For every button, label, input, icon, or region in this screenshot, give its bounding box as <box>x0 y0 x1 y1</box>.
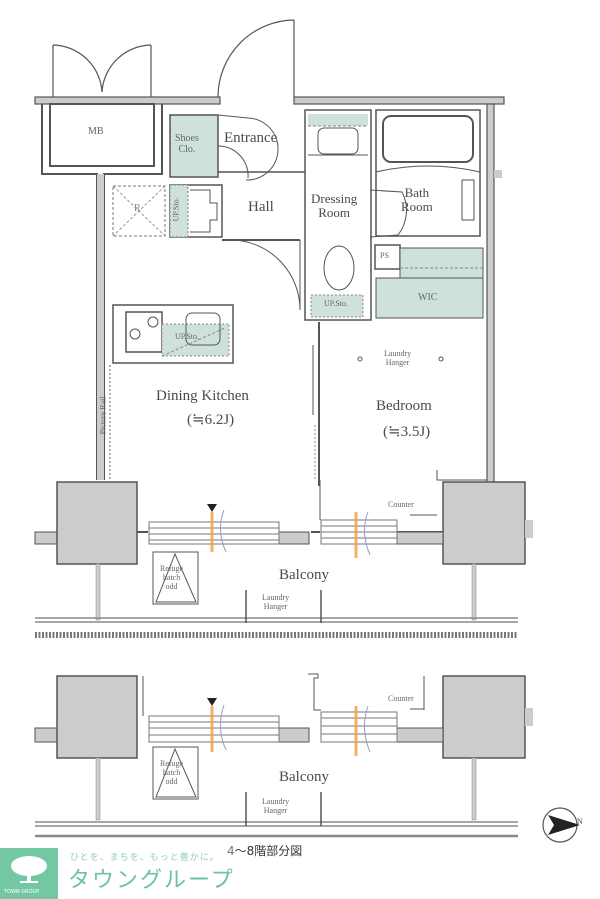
balcony-hanger-upper-line2: Hanger <box>263 601 288 611</box>
dining-kitchen-size: (≒6.2J) <box>187 412 235 428</box>
balcony-hanger-lower-line2: Hanger <box>263 805 288 815</box>
room-label-entrance: Entrance <box>224 130 278 146</box>
shoes-closet-line1: Shoes <box>175 133 199 144</box>
shoes-closet-line2: Clo. <box>178 144 196 155</box>
refuge-upper-line1: Refuge <box>160 564 184 573</box>
room-label-hall: Hall <box>248 199 274 215</box>
room-label-mb: MB <box>88 126 104 137</box>
room-label-bath-room: Bath Room <box>401 185 433 215</box>
refuge-lower-line1: Refuge <box>160 759 184 768</box>
tree-icon <box>11 856 47 883</box>
north-arrow-icon <box>542 807 580 843</box>
lower-balcony-drawing <box>34 673 533 838</box>
up-storage-toilet-label: UP.Sto. <box>324 299 349 308</box>
brand-tagline: ひとを、まちを、もっと豊かに。 <box>70 853 220 863</box>
dressing-line1: Dressing <box>311 191 358 206</box>
picture-rail-label: Picture Rail <box>98 396 108 435</box>
refuge-lower-line3: odd <box>165 776 178 786</box>
room-label-dressing-room: Dressing Room <box>311 191 358 221</box>
room-label-ps: PS <box>380 251 389 260</box>
room-label-dining-kitchen: Dining Kitchen <box>156 388 249 404</box>
bedroom-hanger-line2: Hanger <box>385 357 410 367</box>
room-label-shoes-closet: Shoes Clo. <box>175 133 199 155</box>
exterior-walls <box>34 96 505 485</box>
upper-balcony-drawing <box>34 480 533 638</box>
bedroom-hanger-line1: Laundry <box>384 349 412 358</box>
compass-north-label: N <box>577 817 583 826</box>
bedroom-size: (≒3.5J) <box>383 424 431 440</box>
balcony-hanger-lower-line1: Laundry <box>262 797 290 806</box>
bedroom-laundry-hanger-label: Laundry Hanger <box>384 349 412 368</box>
refuge-hatch-lower: Refuge hatch odd <box>160 759 184 786</box>
balcony-hanger-upper: Laundry Hanger <box>262 593 290 612</box>
up-storage-hall-label: UP.Sto. <box>171 197 181 222</box>
logo-text: TOWN GROUP <box>4 889 40 895</box>
bath-line1: Bath <box>404 185 430 200</box>
refuge-upper-line2: hatch <box>162 572 181 582</box>
floor-caption-number: 4 <box>227 844 235 858</box>
floor-caption: 4〜8階部分図 <box>227 842 302 859</box>
refuge-lower-line2: hatch <box>162 767 181 777</box>
room-label-wic: WIC <box>418 292 438 303</box>
balcony-label-upper: Balcony <box>279 567 329 583</box>
counter-label-upper: Counter <box>388 500 414 509</box>
balcony-hanger-lower: Laundry Hanger <box>262 797 290 816</box>
refuge-hatch-upper: Refuge hatch odd <box>160 564 184 591</box>
floor-caption-text: 〜8階部分図 <box>234 844 303 858</box>
brand-name: タウングループ <box>68 868 235 893</box>
room-label-bedroom: Bedroom <box>376 398 432 414</box>
dressing-line2: Room <box>318 205 350 221</box>
balcony-label-lower: Balcony <box>279 769 329 785</box>
bath-line2: Room <box>401 199 433 215</box>
counter-label-lower: Counter <box>388 694 414 703</box>
room-label-refrigerator: R <box>134 203 141 214</box>
town-group-logo: TOWN GROUP <box>0 848 58 899</box>
balcony-hanger-upper-line1: Laundry <box>262 593 290 602</box>
up-storage-kitchen-label: UP.Sto. <box>175 332 200 341</box>
refuge-upper-line3: odd <box>165 581 178 591</box>
